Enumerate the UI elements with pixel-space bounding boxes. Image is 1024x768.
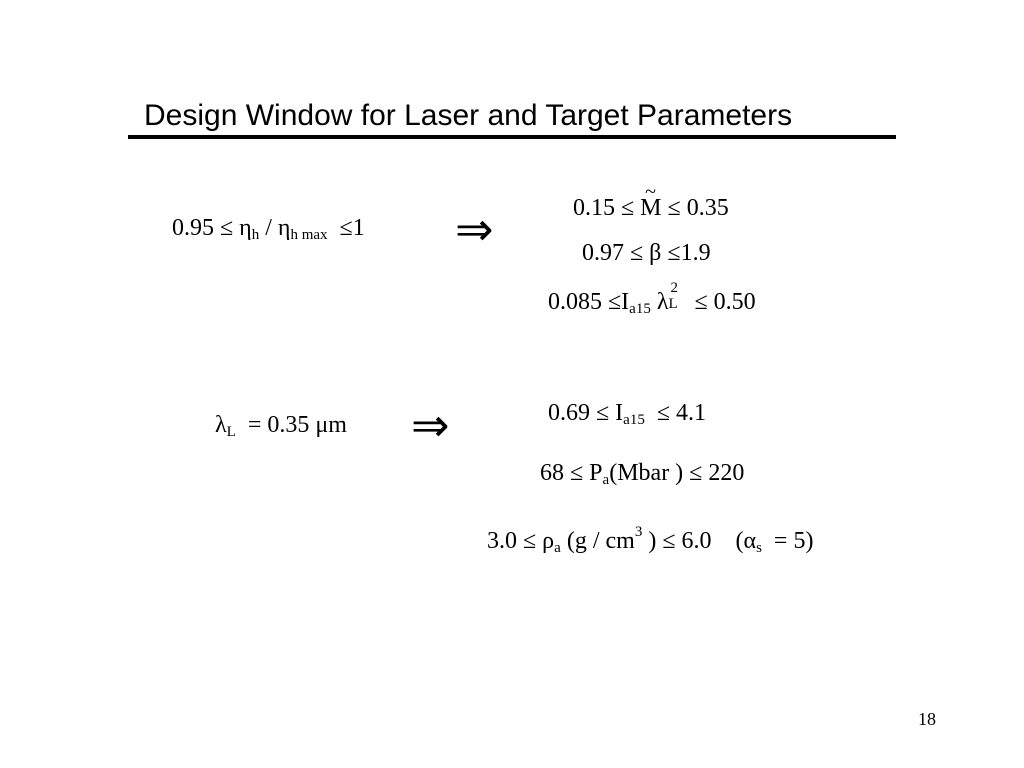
alpha-eq: = [773,528,788,554]
i-var: I [615,400,624,426]
m-tilde: ~ [645,181,656,203]
m-op1: ≤ [621,195,635,221]
alpha-value: 5) [793,528,814,554]
il-op2: ≤ [694,289,708,315]
beta-lower: 0.97 [582,240,624,266]
rho-lower: 3.0 [487,528,517,554]
beta-op1: ≤ [630,240,644,266]
cond1-slash: / [265,215,272,241]
cond1-eta-h: η [239,215,252,241]
wl-sub: L [226,424,236,440]
il-sub: a15 [629,301,651,317]
il-lambda-sub: L [668,296,678,313]
cond1-lower: 0.95 [172,215,214,241]
il-lambda-sup: 2 [670,280,678,297]
beta-op2: ≤ [667,240,681,266]
rho-sub: a [554,540,561,556]
i-upper: 4.1 [676,400,707,426]
cond1-sub-h: h [251,227,260,243]
beta-range: 0.97 ≤ β ≤1.9 [582,238,711,268]
rho-op2: ≤ [662,528,676,554]
rho-upper: 6.0 [681,528,712,554]
i-op2: ≤ [656,400,671,426]
i-op1: ≤ [596,400,610,426]
cond1-upper: 1 [352,215,365,241]
wavelength-condition: λL = 0.35 μm [215,410,347,440]
rho-unit-close: ) [642,528,657,554]
implies-arrow-1: ⇒ [455,202,494,256]
il-lower: 0.085 [548,289,602,315]
rho-unit-open: (g / cm [566,528,635,554]
alpha-open: (α [735,528,757,554]
rho-op1: ≤ [523,528,537,554]
il-op1: ≤ [608,289,622,315]
cond1-op1: ≤ [220,215,234,241]
pressure-range: 68 ≤ Pa(Mbar ) ≤ 220 [540,458,744,488]
p-unit: (Mbar ) [609,460,684,486]
intensity-range: 0.69 ≤ Ia15 ≤ 4.1 [548,398,706,428]
p-var: P [589,460,603,486]
wl-unit: μm [315,412,347,438]
density-range: 3.0 ≤ ρa (g / cm3 ) ≤ 6.0 (αs = 5) [487,524,814,556]
i-sub: a15 [623,412,645,428]
page-number: 18 [918,709,936,729]
il-upper: 0.50 [713,289,756,315]
cond1-eta-hmax: η [277,215,291,241]
cond1-op2: ≤ [339,215,353,241]
wl-lambda: λ [215,412,227,438]
il-lambda: λ [656,289,669,315]
m-op2: ≤ [667,195,681,221]
beta-upper: 1.9 [680,240,711,266]
mach-range: 0.15 ≤ ~M ≤ 0.35 [573,181,729,223]
il-var: I [621,289,630,315]
title-underline [128,135,896,139]
efficiency-condition: 0.95 ≤ ηh / ηh max ≤1 [172,213,365,243]
m-tilde-var: ~M [640,181,662,223]
i-lower: 0.69 [548,400,590,426]
cond1-sub-hmax: h max [290,227,328,243]
p-lower: 68 [540,460,564,486]
rho-unit-sup: 3 [634,524,643,540]
m-var: M [640,195,662,221]
rho-var: ρ [542,528,555,554]
beta-var: β [649,240,662,266]
wl-value: 0.35 [267,412,310,438]
p-upper: 220 [708,460,745,486]
alpha-sub: s [756,540,762,556]
wl-eq: = [247,412,262,438]
p-op1: ≤ [570,460,584,486]
m-lower: 0.15 [573,195,615,221]
p-op2: ≤ [689,460,703,486]
slide-title: Design Window for Laser and Target Param… [144,99,793,132]
implies-arrow-2: ⇒ [411,398,450,452]
m-upper: 0.35 [686,195,729,221]
p-sub: a [602,472,610,488]
